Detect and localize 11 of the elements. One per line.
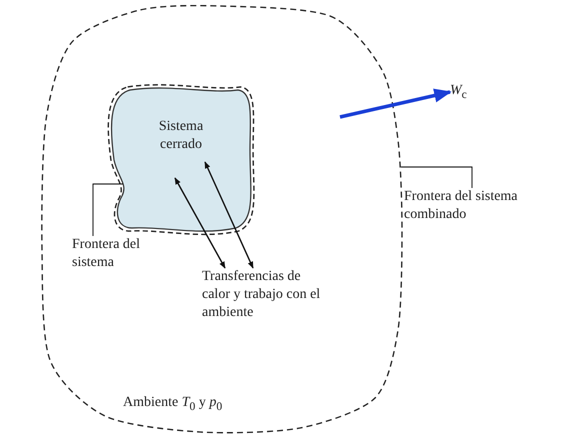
leader-line [400, 166, 472, 188]
annotation-text: Transferencias de calor y trabajo con el ambiente [202, 268, 322, 322]
double-arrow [174, 177, 226, 269]
system-label: Sistema cerrado [158, 118, 204, 154]
leader-label: Frontera del sistema combinado [404, 188, 519, 224]
leader-label: Frontera del sistema [72, 236, 142, 272]
work-symbol: W$_{c}$ [450, 82, 468, 103]
arrow [340, 88, 452, 119]
region-label: Ambiente T$_{0}$ y p$_{0}$ [123, 394, 224, 415]
double-arrow [204, 161, 254, 269]
leader-line [92, 184, 124, 236]
